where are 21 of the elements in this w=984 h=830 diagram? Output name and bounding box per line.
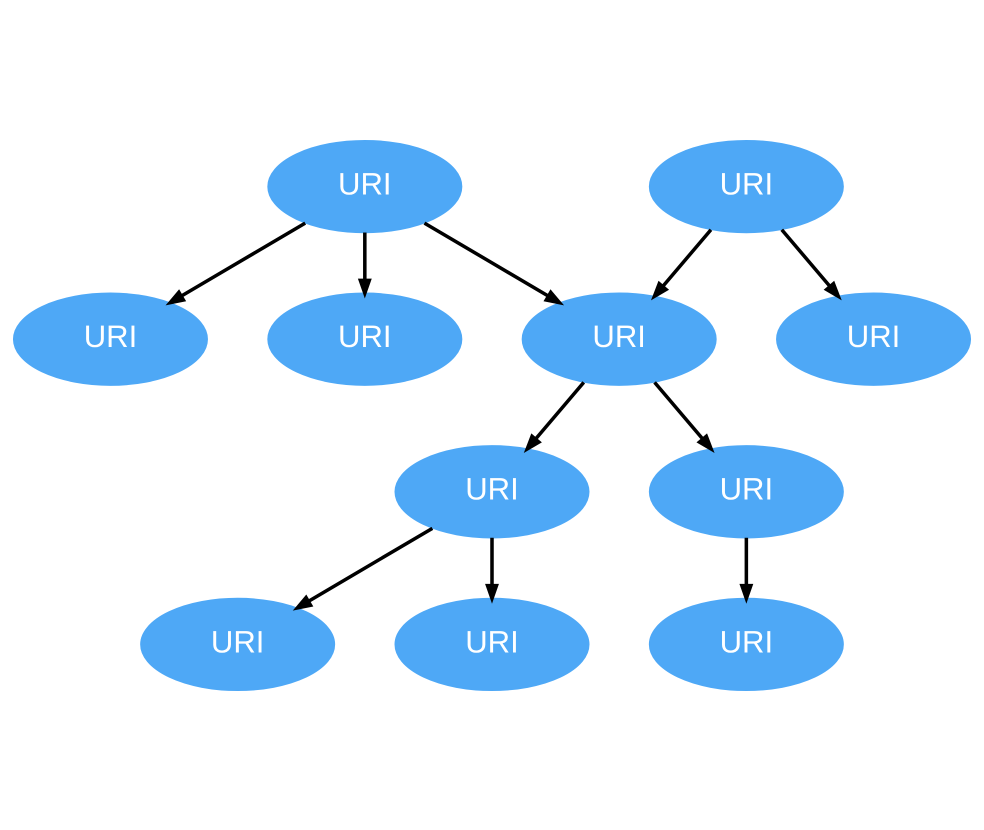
node-ellipse: URI [648,597,844,691]
node-ellipse: URI [140,597,336,691]
node-ellipse: URI [776,292,972,386]
arrow [780,228,842,300]
arrow [292,526,434,610]
arrow [739,537,754,604]
arrow [650,228,712,300]
arrow [424,221,564,305]
node-ellipse: URI [522,292,717,386]
node-ellipse: URI [394,444,590,538]
node-ellipse: URI [648,444,844,538]
arrow [524,380,586,452]
arrow [653,380,715,452]
arrow [358,232,372,298]
node-ellipse: URI [648,139,844,233]
node-ellipse: URI [267,292,462,386]
node-ellipse: URI [12,292,208,386]
arrow [485,537,499,604]
node-ellipse: URI [394,597,590,691]
node-ellipse: URI [267,139,462,233]
arrow [166,221,306,305]
